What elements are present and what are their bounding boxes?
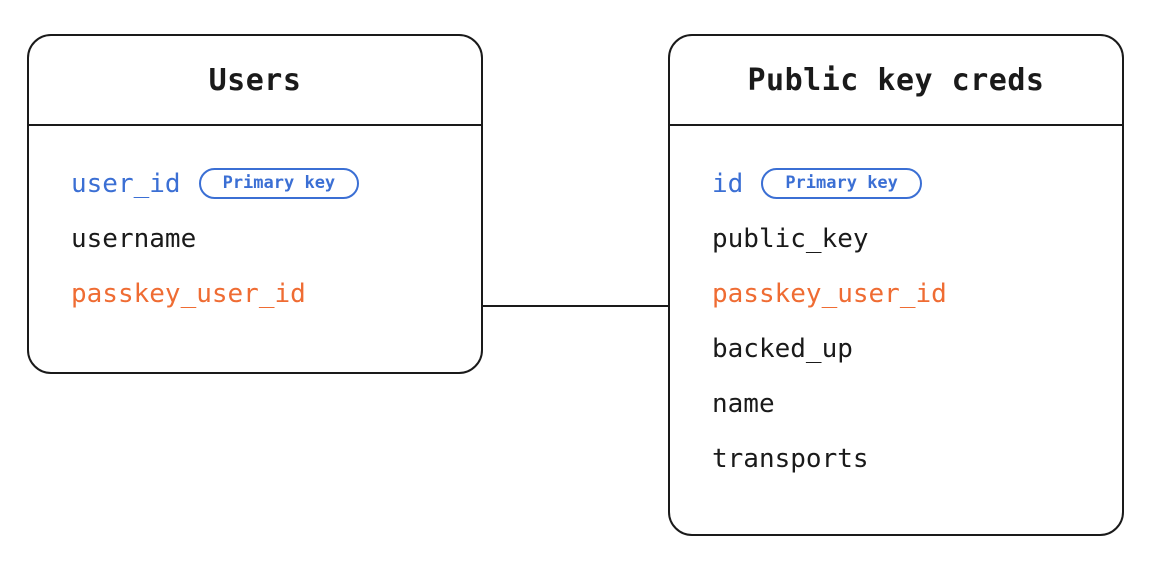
field-name-passkey-user-id: passkey_user_id	[712, 278, 947, 309]
field-name-public-key: public_key	[712, 223, 869, 254]
entity-users[interactable]: Users user_id Primary key username passk…	[27, 34, 483, 374]
primary-key-badge-label: Primary key	[785, 173, 898, 193]
primary-key-badge-label: Primary key	[222, 173, 336, 193]
field-row-passkey-user-id[interactable]: passkey_user_id	[670, 266, 1122, 321]
entity-public-key-creds[interactable]: Public key creds id Primary key public_k…	[668, 34, 1124, 536]
field-row-public-key[interactable]: public_key	[670, 211, 1122, 266]
field-name-passkey-user-id: passkey_user_id	[71, 278, 306, 309]
field-row-username[interactable]: username	[29, 211, 481, 266]
entity-public-key-creds-title: Public key creds	[747, 62, 1045, 98]
field-name-name: name	[712, 388, 775, 419]
primary-key-badge-user-id: Primary key	[198, 168, 360, 199]
field-name-transports: transports	[712, 443, 869, 474]
relationship-connector-users-to-public-key-creds	[481, 305, 670, 307]
field-name-backed-up: backed_up	[712, 333, 853, 364]
field-row-user-id[interactable]: user_id Primary key	[29, 156, 481, 211]
field-row-id[interactable]: id Primary key	[670, 156, 1122, 211]
entity-public-key-creds-header: Public key creds	[670, 36, 1122, 126]
field-name-id: id	[712, 168, 744, 199]
entity-users-field-list: user_id Primary key username passkey_use…	[29, 126, 481, 372]
field-row-passkey-user-id[interactable]: passkey_user_id	[29, 266, 481, 321]
entity-users-header: Users	[29, 36, 481, 126]
primary-key-badge-id: Primary key	[761, 168, 922, 199]
entity-users-title: Users	[208, 62, 302, 98]
field-row-transports[interactable]: transports	[670, 431, 1122, 486]
field-name-username: username	[71, 223, 197, 254]
field-row-name[interactable]: name	[670, 376, 1122, 431]
entity-public-key-creds-field-list: id Primary key public_key passkey_user_i…	[670, 126, 1122, 534]
field-name-user-id: user_id	[71, 168, 181, 199]
field-row-backed-up[interactable]: backed_up	[670, 321, 1122, 376]
